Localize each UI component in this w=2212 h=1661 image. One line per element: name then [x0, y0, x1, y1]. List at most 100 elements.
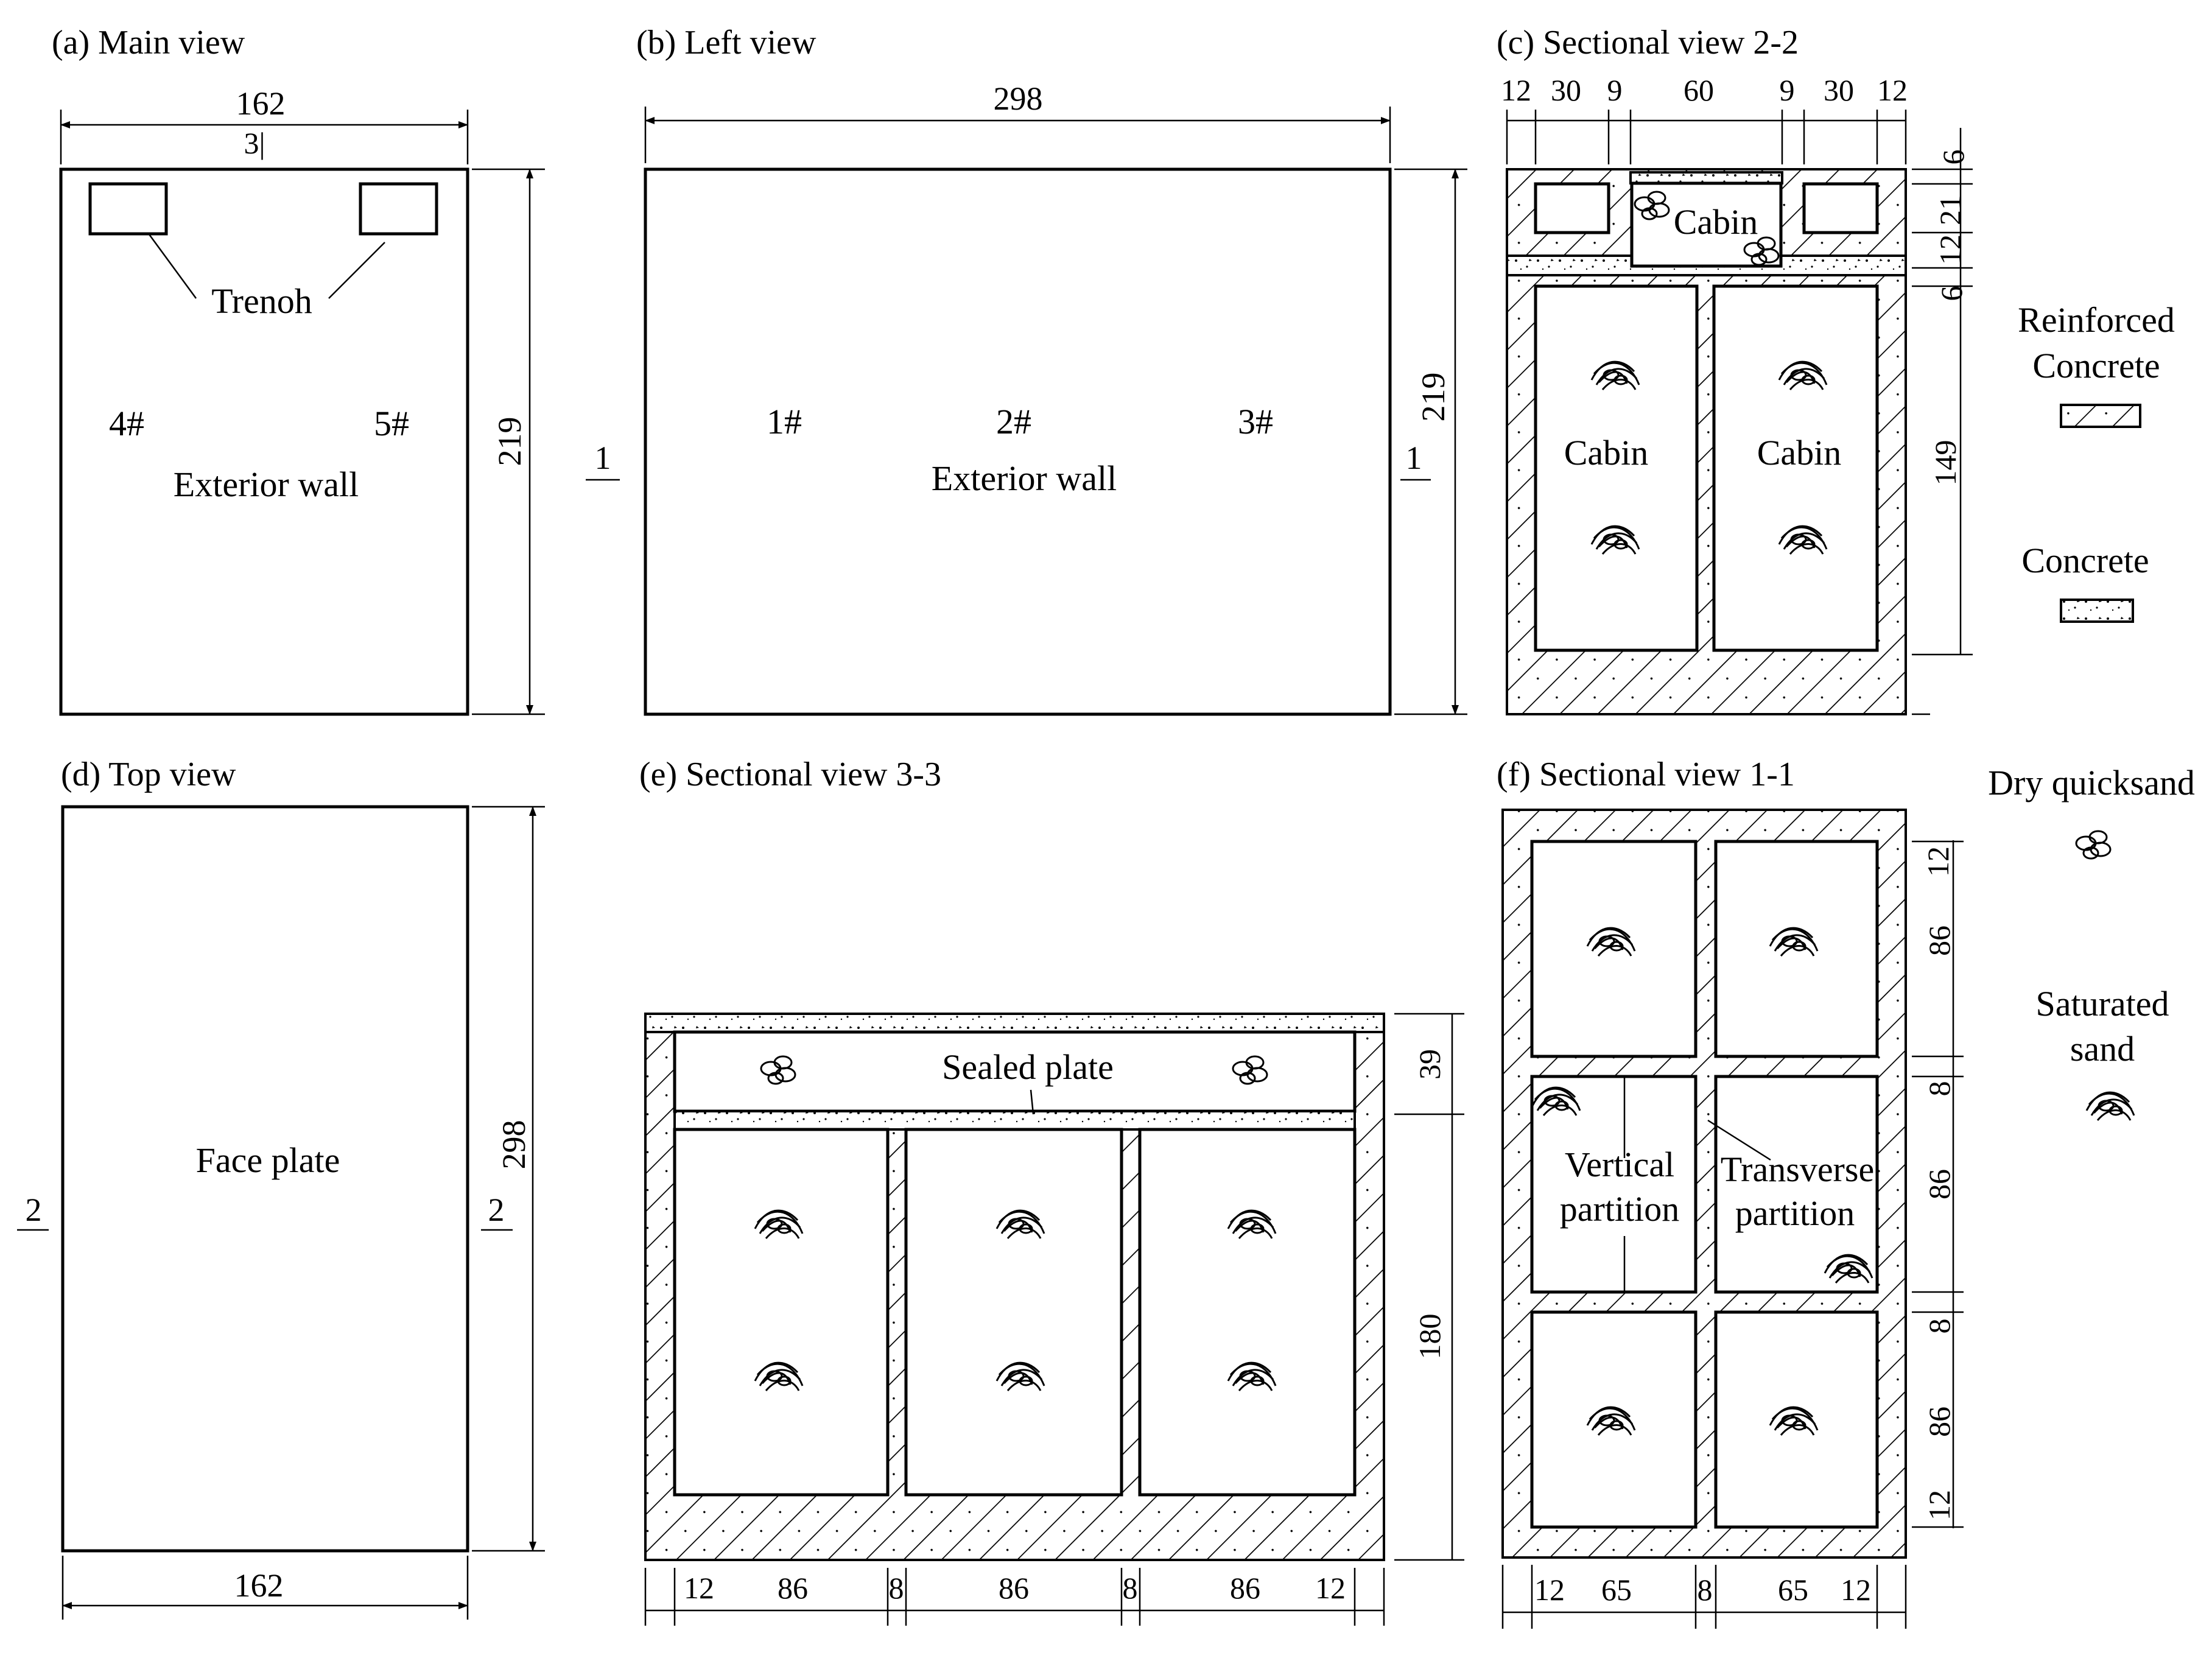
section-1-1-bottom-dim-3: 65: [1778, 1573, 1808, 1607]
right-dim-0: 6: [1936, 150, 1970, 165]
section-3-3-mid-concrete: [673, 1110, 1356, 1131]
section-1-1-right-dim-4: 8: [1922, 1319, 1956, 1334]
top-view: (d) Top view Face plate 2 2 298 162: [17, 756, 545, 1620]
section-1-1-bottom-dim-1: 65: [1601, 1573, 1632, 1607]
section-3-3-view: (e) Sectional view 3-3 Sealed plate 39 1…: [639, 756, 1464, 1626]
legend-reinforced-swatch: [2060, 404, 2141, 428]
left-height-label: 219: [1415, 373, 1452, 422]
section-2-2-cabin-right: [1712, 284, 1879, 652]
main-width-label: 162: [236, 85, 286, 122]
trench-label: Trenoh: [211, 281, 312, 321]
main-top-small-label: 3|: [244, 126, 265, 160]
top-face-plate: [61, 805, 469, 1553]
section-1-1-right-dim-1: 86: [1922, 925, 1956, 956]
top-dim-1: 30: [1551, 73, 1581, 107]
section-2-2-title: (c) Sectional view 2-2: [1497, 24, 1799, 61]
section-1-1-cell-3: [1530, 1075, 1698, 1294]
trench-leader-left: [148, 234, 197, 299]
right-dim-2: 12: [1933, 234, 1967, 265]
section-1-1-right-dim-6: 12: [1922, 1490, 1956, 1520]
left-exterior-wall: [644, 167, 1392, 716]
legend-concrete-swatch: [2060, 599, 2134, 623]
section-3-3-bottom-dim-3: 86: [999, 1571, 1029, 1605]
right-dim-4: 149: [1928, 440, 1962, 486]
sealed-plate-label: Sealed plate: [942, 1047, 1114, 1087]
cabin-top-label: Cabin: [1674, 202, 1758, 242]
left-wall-label: Exterior wall: [932, 458, 1117, 498]
section-2-mark-left: 2: [26, 1192, 42, 1228]
section-1-1-bottom-dim-2: 8: [1698, 1573, 1713, 1607]
vertical-partition-label-2: partition: [1560, 1189, 1680, 1229]
main-exterior-wall: [59, 167, 469, 716]
top-dim-4: 9: [1780, 73, 1795, 107]
point-3-label: 3#: [1238, 402, 1273, 441]
section-2-mark-right: 2: [488, 1192, 505, 1228]
legend-saturated-line1: Saturated: [2035, 984, 2169, 1024]
top-height-label: 298: [496, 1120, 532, 1170]
point-2-label: 2#: [996, 402, 1031, 441]
legend: Reinforced Concrete Concrete Dry quicksa…: [1988, 300, 2195, 1122]
section-3-3-bottom-dim-4: 8: [1123, 1571, 1138, 1605]
section-2-2-top-cabin: [1630, 181, 1783, 268]
top-dim-0: 12: [1501, 73, 1531, 107]
left-view-title: (b) Left view: [636, 24, 816, 61]
transverse-partition-label-2: partition: [1735, 1193, 1855, 1233]
legend-reinforced-line1: Reinforced: [2018, 300, 2175, 340]
trench-leader-right: [328, 242, 385, 299]
cabin-right-label: Cabin: [1757, 433, 1842, 472]
main-view-title: (a) Main view: [52, 24, 245, 61]
top-dim-5: 30: [1824, 73, 1854, 107]
section-2-2-top-dims: 12 30 9 60 9 30 12: [1501, 73, 1908, 164]
section-1-mark-right: 1: [1406, 440, 1422, 476]
sealed-plate-leader: [1030, 1089, 1034, 1115]
transverse-partition-leader: [1707, 1119, 1771, 1161]
section-3-3-right-dim-1: 180: [1413, 1314, 1447, 1360]
main-trench-right: [359, 182, 438, 236]
section-3-3-cabin-3: [1138, 1128, 1357, 1497]
section-2-2-right-dims: 6 21 12 6 149: [1912, 128, 1973, 715]
vertical-partition-label-1: Vertical: [1565, 1145, 1674, 1184]
top-dim-2: 9: [1607, 73, 1623, 107]
legend-dry-sand-symbol: [2075, 830, 2112, 860]
section-2-2-trench-left: [1534, 182, 1610, 234]
section-3-3-bottom-dim-0: 12: [684, 1571, 714, 1605]
section-3-3-right-dim-0: 39: [1413, 1049, 1447, 1080]
top-width-label: 162: [234, 1567, 284, 1604]
top-view-title: (d) Top view: [61, 756, 236, 793]
section-3-3-bottom-dim-5: 86: [1230, 1571, 1260, 1605]
section-1-1-right-dim-2: 8: [1922, 1081, 1956, 1097]
section-1-mark-left: 1: [595, 440, 611, 476]
legend-saturated-symbol: [2085, 1091, 2135, 1122]
section-1-1-right-dim-5: 86: [1922, 1406, 1956, 1437]
top-dim-3: 60: [1684, 73, 1714, 107]
left-view: (b) Left view 298 1# 2# 3# Exterior wall…: [586, 24, 1467, 716]
section-1-1-right-dim-0: 12: [1921, 846, 1955, 877]
point-4-label: 4#: [109, 404, 144, 443]
section-1-1-right-dim-3: 86: [1922, 1169, 1956, 1199]
section-3-3-cabin-2: [904, 1128, 1123, 1497]
section-2-2-trench-right: [1802, 182, 1879, 234]
main-trench-left: [88, 182, 168, 236]
section-3-3-cabin-1: [673, 1128, 890, 1497]
section-1-1-cell-2: [1714, 840, 1879, 1058]
cabin-left-label: Cabin: [1564, 433, 1649, 472]
section-3-3-top-concrete: [644, 1013, 1385, 1033]
section-2-2-top-plate: [1629, 171, 1783, 184]
transverse-partition-label-1: Transverse: [1721, 1150, 1874, 1189]
right-dim-1: 21: [1933, 195, 1967, 225]
section-3-3-title: (e) Sectional view 3-3: [639, 756, 941, 793]
point-1-label: 1#: [767, 402, 802, 441]
legend-reinforced-line2: Concrete: [2032, 346, 2160, 385]
legend-concrete-label: Concrete: [2021, 541, 2149, 580]
section-1-1-bottom-dim-0: 12: [1534, 1573, 1565, 1607]
section-1-1-cell-1: [1530, 840, 1698, 1058]
section-2-2-view: (c) Sectional view 2-2 12 30 9 60 9 30 1…: [1497, 24, 1973, 715]
legend-dry-sand-label: Dry quicksand: [1988, 763, 2195, 802]
section-1-1-bottom-dim-4: 12: [1841, 1573, 1871, 1607]
top-dim-6: 12: [1877, 73, 1908, 107]
face-plate-label: Face plate: [196, 1140, 340, 1180]
left-width-label: 298: [994, 80, 1043, 117]
section-3-3-bottom-dim-1: 86: [778, 1571, 808, 1605]
